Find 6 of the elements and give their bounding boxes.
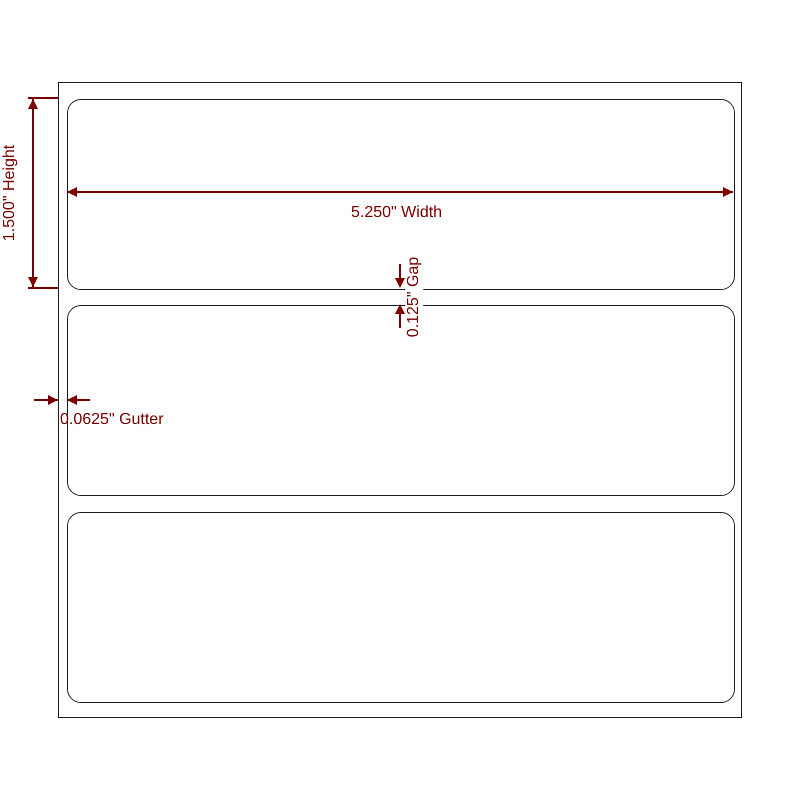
- sheet-outline: [58, 82, 742, 718]
- dimension-label: 1.500" Height: [1, 144, 20, 242]
- dimension-label: 5.250" Width: [351, 204, 442, 222]
- dimension-label: 0.125" Gap: [405, 256, 424, 338]
- label-outline: [67, 99, 735, 290]
- label-outline: [67, 512, 735, 703]
